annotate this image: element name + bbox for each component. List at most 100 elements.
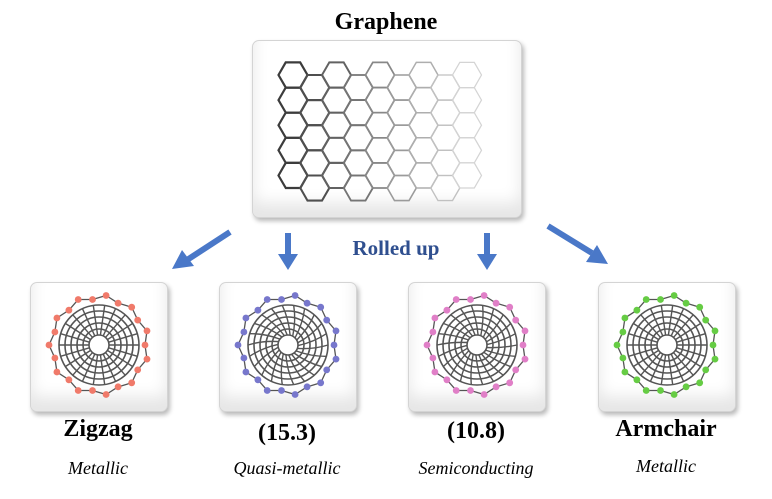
rim-atom xyxy=(621,368,629,376)
nanotube-zigzag-image xyxy=(45,292,151,398)
rim-atom xyxy=(467,387,474,394)
rolled-up-label: Rolled up xyxy=(352,236,440,260)
rim-atom xyxy=(102,391,110,398)
rim-atom xyxy=(332,327,340,335)
rim-atom xyxy=(89,296,96,303)
rim-atom xyxy=(452,296,460,303)
graphene-lattice xyxy=(277,61,483,202)
rim-atoms xyxy=(45,292,151,398)
rim-atom xyxy=(317,303,325,311)
rim-atom xyxy=(323,316,331,324)
rim-atom xyxy=(696,303,704,311)
rim-atom xyxy=(492,383,500,391)
hexagon-cell xyxy=(451,162,483,189)
rim-atom xyxy=(506,379,514,387)
rim-atom xyxy=(89,387,96,394)
rim-atom xyxy=(519,341,527,349)
rim-atom xyxy=(278,296,285,303)
arrow-left-outer xyxy=(172,229,232,269)
tube-center-hole xyxy=(280,337,296,353)
rim-atom xyxy=(332,355,340,363)
rim-atom xyxy=(423,341,431,349)
rim-atom xyxy=(443,306,451,314)
rim-atom xyxy=(51,328,59,336)
rim-atom xyxy=(114,383,122,391)
rim-atom xyxy=(263,387,271,394)
rim-atom xyxy=(254,376,262,384)
tube-center-hole xyxy=(91,337,107,353)
rim-atom xyxy=(74,296,82,303)
rim-atom xyxy=(323,366,331,374)
graphene-panel xyxy=(252,40,522,218)
rim-atom xyxy=(51,354,59,362)
rim-atom xyxy=(242,314,250,322)
rim-atom xyxy=(291,292,299,299)
label-armchair: Armchair xyxy=(615,416,717,442)
nanotube-10-8-image xyxy=(423,292,529,398)
rim-atom xyxy=(291,391,299,398)
rim-atom xyxy=(709,341,717,349)
rim-atom xyxy=(429,328,437,336)
rim-atoms xyxy=(613,292,719,398)
rim-atom xyxy=(443,376,451,384)
rim-atom xyxy=(492,299,500,307)
rim-atom xyxy=(467,296,474,303)
rim-atom xyxy=(134,366,142,374)
rim-atom xyxy=(234,341,242,349)
rim-atom xyxy=(633,306,641,314)
property-15-3: Quasi-metallic xyxy=(233,458,341,478)
arrow-right-outer xyxy=(546,223,608,264)
tube-lattice xyxy=(247,304,329,386)
rim-atom xyxy=(696,379,704,387)
rim-atom xyxy=(682,383,690,391)
rim-atoms xyxy=(423,292,529,398)
rim-atom xyxy=(521,355,529,363)
rim-atom xyxy=(65,376,73,384)
tube-lattice xyxy=(626,304,708,386)
tube-lattice xyxy=(436,304,518,386)
rim-atom xyxy=(480,391,488,398)
rim-atom xyxy=(711,355,719,363)
rim-atom xyxy=(642,387,650,394)
rim-atom xyxy=(702,366,710,374)
page-title: Graphene xyxy=(334,9,438,35)
nanotube-armchair-image xyxy=(613,292,719,398)
property-armchair: Metallic xyxy=(636,456,696,476)
rim-atom xyxy=(128,303,136,311)
rim-atom xyxy=(431,314,439,322)
rim-atom xyxy=(521,327,529,335)
label-zigzag: Zigzag xyxy=(63,416,133,442)
label-15-3: (15.3) xyxy=(258,420,316,446)
nanotube-panel-15-3 xyxy=(219,282,357,412)
rim-atom xyxy=(278,387,285,394)
rim-atom xyxy=(128,379,136,387)
tube-center-hole xyxy=(659,337,675,353)
rim-atom xyxy=(613,341,621,349)
rim-atom xyxy=(53,368,61,376)
nanotube-panel-armchair xyxy=(598,282,736,412)
rim-atom xyxy=(143,355,151,363)
tube-lattice xyxy=(58,304,140,386)
rim-atom xyxy=(141,341,149,349)
rim-atom xyxy=(642,296,650,303)
label-10-8: (10.8) xyxy=(447,418,505,444)
nanotube-panel-zigzag xyxy=(30,282,168,412)
rim-atom xyxy=(657,387,664,394)
rim-atom xyxy=(317,379,325,387)
nanotube-15-3-image xyxy=(234,292,340,398)
arrow-left-inner xyxy=(278,233,298,270)
rim-atom xyxy=(657,296,664,303)
rim-atom xyxy=(143,327,151,335)
nanotube-panel-10-8 xyxy=(408,282,546,412)
rim-atom xyxy=(303,299,311,307)
rim-atom xyxy=(114,299,122,307)
rim-atom xyxy=(431,368,439,376)
rim-atom xyxy=(240,328,248,336)
rim-atom xyxy=(702,316,710,324)
rim-atom xyxy=(45,341,53,349)
rim-atom xyxy=(65,306,73,314)
rim-atom xyxy=(711,327,719,335)
arrow-right-inner xyxy=(477,233,497,270)
rim-atom xyxy=(330,341,338,349)
